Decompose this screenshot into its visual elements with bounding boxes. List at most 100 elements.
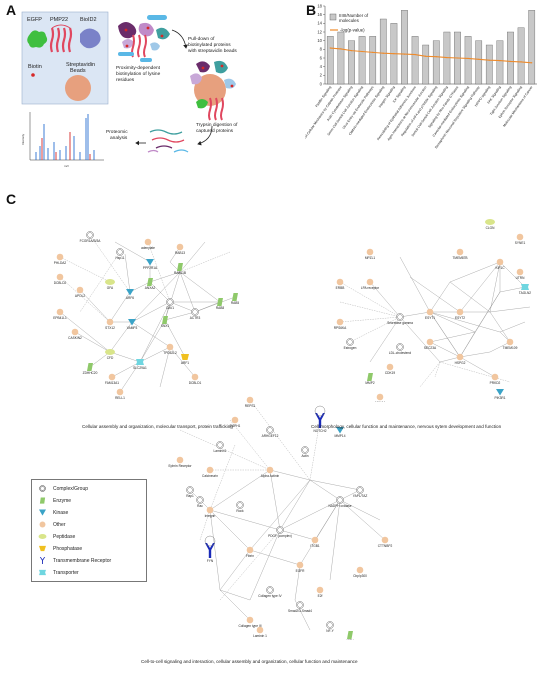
node-other bbox=[116, 388, 124, 396]
node-peptidase bbox=[105, 349, 115, 355]
node-complex-inner bbox=[187, 487, 193, 493]
node-enzyme bbox=[177, 263, 183, 271]
peptide-fragments-icon bbox=[147, 129, 189, 153]
node-kinase bbox=[336, 427, 344, 434]
node-receptor bbox=[205, 543, 215, 558]
caption-network-3: Cell-to-cell signaling and interaction, … bbox=[141, 659, 358, 664]
node-label: CDK19 bbox=[385, 371, 396, 375]
label-pmp22: PMP22 bbox=[50, 17, 68, 23]
pulldown-label-3: with streptavidin beads bbox=[188, 48, 237, 54]
legend-row-receptor: Transmembrane Receptor bbox=[38, 557, 111, 564]
network-1-edges bbox=[59, 241, 236, 393]
bar bbox=[358, 36, 366, 85]
node-label: RAB11B bbox=[174, 271, 186, 275]
circle-icon bbox=[39, 521, 46, 528]
node-complex-inner bbox=[87, 232, 93, 238]
node-label: Smad2/3-Smad4 bbox=[288, 609, 312, 613]
node-other bbox=[516, 233, 524, 241]
bioid-construct-box bbox=[21, 11, 109, 105]
line-point bbox=[520, 61, 522, 63]
line-point bbox=[478, 58, 480, 60]
node-complex-inner bbox=[217, 442, 223, 448]
label-beads: Beads bbox=[70, 68, 86, 74]
node-complex-inner bbox=[167, 299, 173, 305]
node-other bbox=[336, 278, 344, 286]
node-label: ESYT2 bbox=[455, 316, 465, 320]
node-label: STX12 bbox=[105, 326, 115, 330]
node-label: NADPH oxidase bbox=[328, 504, 351, 508]
y-tick-label: 16 bbox=[317, 12, 322, 17]
node-label: SNX1 bbox=[161, 324, 170, 328]
node-label: Rap1 bbox=[186, 494, 194, 498]
line-point bbox=[435, 56, 437, 58]
node-label: MSN bbox=[346, 639, 354, 640]
node-label: ANXA2 bbox=[145, 286, 156, 290]
node-phosphatase bbox=[181, 354, 189, 360]
node-other bbox=[76, 286, 84, 294]
node-kinase bbox=[496, 389, 504, 396]
pulldown-label-2: biotinylated proteins bbox=[188, 42, 231, 48]
bar bbox=[337, 31, 345, 85]
trypsin-label-1: Trypsin digestion of bbox=[196, 122, 238, 128]
rhombus-icon bbox=[39, 497, 46, 504]
node-enzyme bbox=[162, 316, 168, 324]
node-label: EGFR bbox=[296, 569, 306, 573]
node-complex-inner bbox=[297, 602, 303, 608]
self-loop bbox=[314, 405, 326, 417]
line-point bbox=[488, 59, 490, 61]
y-tick-label: 4 bbox=[320, 64, 323, 69]
line-point bbox=[456, 57, 459, 59]
node-label: SYNE1 bbox=[515, 241, 526, 245]
node-label: Alpha Actinin bbox=[261, 474, 280, 478]
node-label: MMP2 bbox=[365, 381, 374, 385]
node-label: TAGLN2 bbox=[519, 291, 531, 295]
bar bbox=[432, 40, 440, 85]
pulldown-label-1: Pull-down of bbox=[188, 36, 215, 42]
line-point bbox=[446, 56, 448, 59]
line-point bbox=[414, 53, 416, 56]
legend-label-kinase: Kinase bbox=[53, 509, 69, 516]
node-label: FYN bbox=[207, 559, 214, 563]
node-complex-inner bbox=[397, 314, 403, 320]
node-complex-inner bbox=[357, 487, 363, 493]
node-other bbox=[56, 273, 64, 281]
node-label: ZDHHC20 bbox=[83, 371, 98, 375]
node-label: Ephrin Receptor bbox=[168, 464, 192, 468]
node-label: CASKIN2 bbox=[68, 336, 82, 340]
node-label: RAB5 bbox=[231, 301, 240, 305]
bar bbox=[348, 40, 355, 85]
node-label: UTRN bbox=[516, 276, 526, 280]
line-point bbox=[403, 53, 406, 55]
node-other bbox=[206, 466, 214, 474]
y-tick-label: 12 bbox=[317, 29, 322, 34]
node-other bbox=[496, 258, 504, 266]
node-label: Cbp/p300 bbox=[353, 574, 367, 578]
node-label: MPZL1 bbox=[365, 256, 376, 260]
node-other bbox=[106, 318, 114, 326]
node-enzyme bbox=[232, 293, 238, 301]
arrow-pulldown bbox=[171, 29, 188, 49]
node-label: SEC23A bbox=[424, 346, 437, 350]
line-point bbox=[340, 48, 342, 50]
node-label: REPS1 bbox=[245, 404, 256, 408]
node-other bbox=[246, 616, 254, 624]
y-tick-label: 18 bbox=[317, 3, 322, 8]
node-label: HSPG2 bbox=[455, 361, 466, 365]
bar bbox=[528, 10, 536, 85]
node-other bbox=[176, 456, 184, 464]
node-label: SLC29A1 bbox=[133, 366, 147, 370]
proximity-label-1: Proximity-dependent bbox=[116, 65, 161, 71]
node-label: Hsp11 bbox=[116, 256, 125, 260]
legend-row-phosphatase: Phosphatase bbox=[38, 545, 82, 552]
legend-row-complex: Complex/Group bbox=[38, 485, 88, 492]
node-other bbox=[71, 328, 79, 336]
node-label: Rock bbox=[236, 509, 244, 513]
ellipse-icon bbox=[38, 534, 47, 539]
legend-label-complex: Complex/Group bbox=[53, 485, 89, 492]
node-label: LPA receptor bbox=[361, 286, 380, 290]
node-other bbox=[144, 238, 152, 246]
bar bbox=[464, 36, 472, 85]
node-label: LDL-cholesterol bbox=[389, 351, 412, 355]
